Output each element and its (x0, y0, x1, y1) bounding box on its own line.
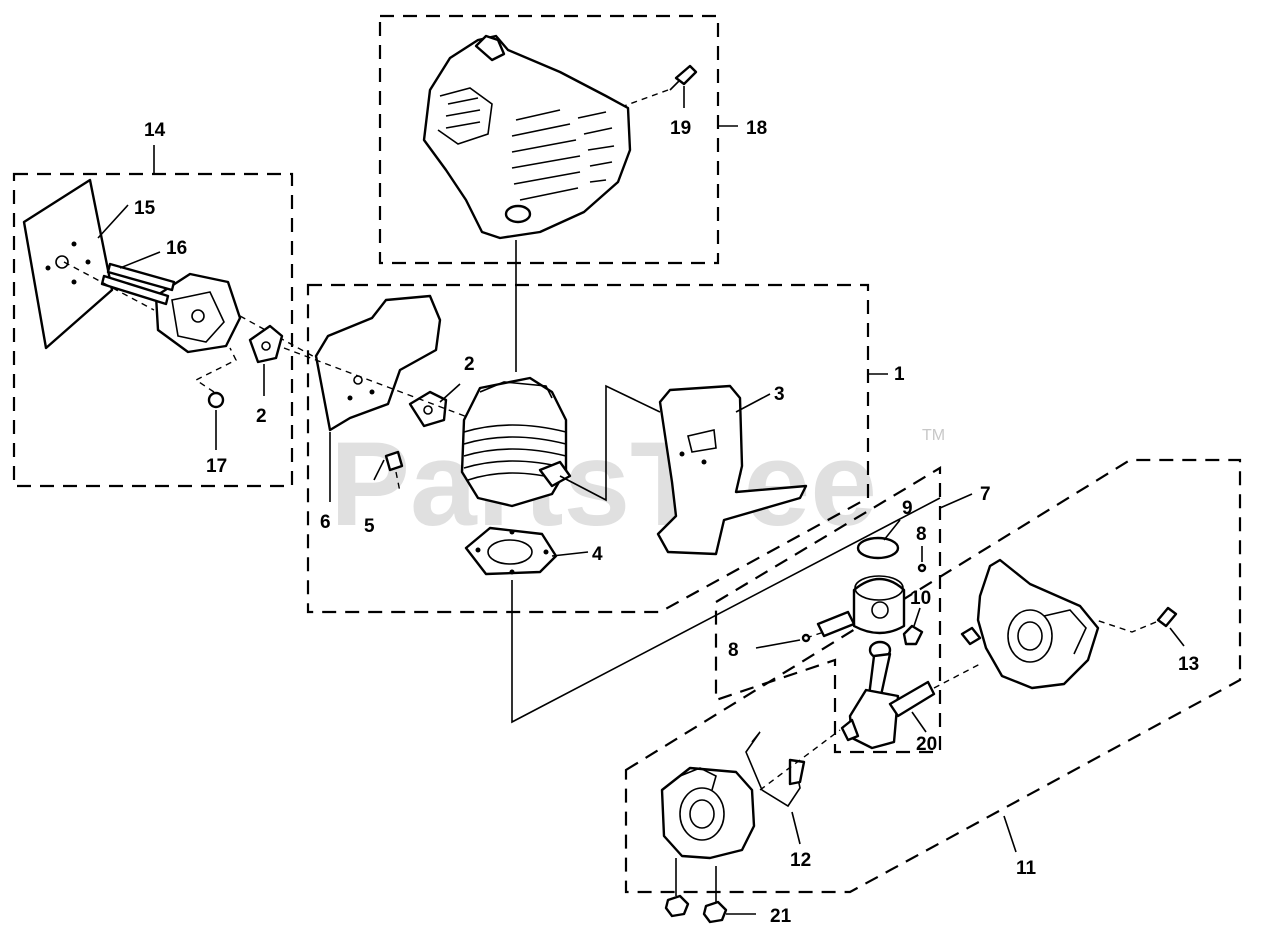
cylinder-group-box (306, 283, 870, 614)
leader-12 (791, 811, 801, 845)
leader-7 (939, 493, 973, 509)
cylinder (460, 376, 572, 508)
callout-12: 12 (790, 850, 811, 871)
crankcase-seal-wire (745, 731, 806, 808)
leader-16 (119, 251, 161, 269)
pin-clip-right (917, 563, 927, 573)
callout-1: 1 (894, 364, 905, 385)
callout-16: 16 (166, 238, 187, 259)
callout-2b: 2 (464, 354, 475, 375)
muffler-bolts (100, 262, 176, 306)
cylinder-gasket-2 (408, 390, 448, 428)
callout-3: 3 (774, 384, 785, 405)
callout-10: 10 (910, 588, 931, 609)
crankcase-group-box (624, 458, 1242, 894)
leader-20 (911, 711, 927, 733)
muffler-axis (63, 261, 155, 311)
shroud-screw (669, 64, 698, 91)
piston-ring (856, 536, 900, 560)
callout-13: 13 (1178, 654, 1199, 675)
crankshaft-assembly (840, 640, 981, 750)
callout-9: 9 (902, 498, 913, 519)
connector-cylinder-shield (559, 384, 661, 502)
leader-3 (735, 393, 771, 413)
muffler-clip (194, 347, 237, 409)
intake-heat-shield (656, 384, 808, 556)
leader-8a (755, 639, 801, 649)
exhaust-axis (283, 347, 471, 419)
piston (852, 575, 906, 635)
piston-group-box (714, 466, 942, 754)
leader-13 (1169, 627, 1185, 647)
leader-5 (373, 459, 385, 481)
leader-2b (439, 383, 461, 403)
shroud-group-box (378, 14, 720, 265)
engine-shroud (422, 34, 632, 240)
trademark-text: TM (922, 427, 945, 444)
callout-8b: 8 (916, 524, 927, 545)
crankcase-screw-path (1095, 619, 1157, 633)
leader-15 (97, 204, 129, 239)
callout-2a: 2 (256, 406, 267, 427)
callout-19: 19 (670, 118, 691, 139)
piston-pin (816, 610, 856, 638)
leader-11 (1003, 815, 1017, 853)
callout-8a: 8 (728, 640, 739, 661)
crankcase-nuts (664, 894, 728, 924)
callout-15: 15 (134, 198, 156, 219)
muffler-group-box (12, 172, 294, 488)
spark-plug-nut (384, 450, 404, 493)
crankcase-right-half (960, 558, 1100, 690)
leader-10 (913, 607, 921, 627)
callout-21: 21 (770, 906, 792, 927)
callout-4: 4 (592, 544, 603, 565)
leader-9 (883, 519, 901, 541)
crankcase-screw (1156, 606, 1178, 628)
leader-4 (551, 551, 589, 557)
muffler-gasket (248, 324, 284, 364)
callout-20: 20 (916, 734, 937, 755)
screw-path (623, 89, 669, 107)
needle-bearing (902, 624, 924, 646)
crankcase-left-half (660, 766, 756, 860)
callout-5: 5 (364, 516, 375, 537)
callout-17: 17 (206, 456, 227, 477)
callout-14: 14 (144, 120, 166, 141)
pin-clip-left (801, 633, 811, 643)
crank-axis-left (759, 729, 841, 791)
connector-cylinder-crank (511, 497, 941, 724)
muffler-body (154, 272, 242, 354)
callout-7: 7 (980, 484, 991, 505)
callout-11: 11 (1016, 858, 1037, 879)
callout-18: 18 (746, 118, 767, 139)
watermark-text: PartsTree (330, 417, 877, 551)
callout-6: 6 (320, 512, 331, 533)
